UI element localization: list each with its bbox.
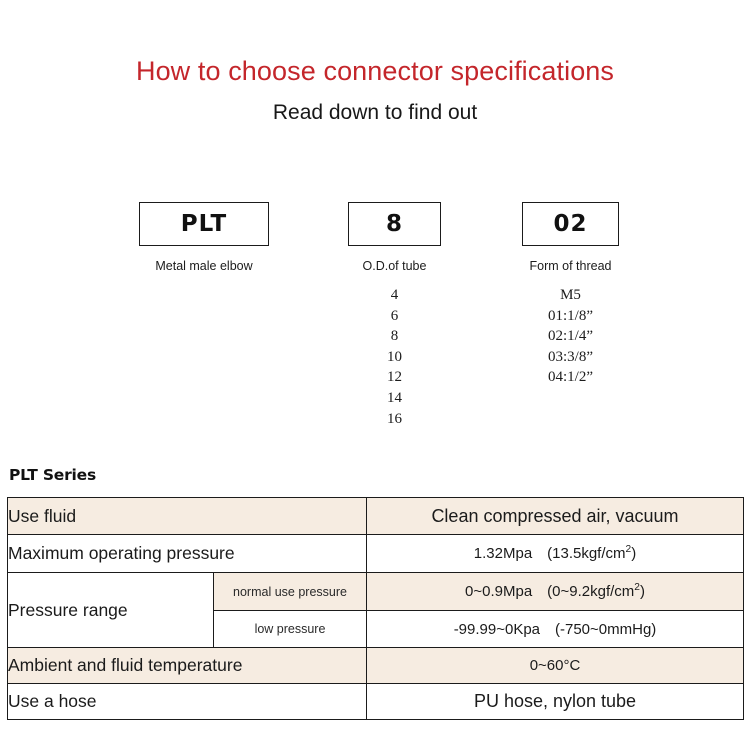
page-title: How to choose connector specifications	[135, 56, 615, 86]
code-column-series: PLT Metal male elbow	[139, 202, 269, 285]
code-option[interactable]: 12	[387, 369, 402, 386]
spec-value: Clean compressed air, vacuum	[366, 497, 744, 535]
spec-label: Maximum operating pressure	[7, 534, 367, 573]
spec-sub-label: low pressure	[213, 610, 367, 648]
spec-label: Ambient and fluid temperature	[7, 647, 367, 684]
code-caption-tube-od: O.D.of tube	[362, 259, 427, 273]
code-option[interactable]: 14	[387, 389, 402, 406]
spec-label: Use fluid	[7, 497, 367, 535]
spec-sub-label: normal use pressure	[213, 572, 367, 611]
code-box-thread-form-value: 02	[553, 210, 588, 237]
part-number-builder: PLT Metal male elbow 8 O.D.of tube 4 6 8 10…	[0, 202, 750, 442]
series-heading: PLT Series	[9, 466, 97, 484]
code-options-thread-form: M5 01:1/8” 02:1/4” 03:3/8” 04:1/2”	[522, 285, 619, 388]
spec-value: -99.99~0Kpa (-750~0mmHg)	[366, 610, 744, 648]
code-option[interactable]: 02:1/4”	[548, 328, 593, 345]
page-subtitle: Read down to find out	[272, 101, 478, 124]
code-options-tube-od: 4 6 8 10 12 14 16	[348, 285, 441, 429]
table-row: low pressure-99.99~0Kpa (-750~0mmHg)	[8, 610, 744, 648]
code-box-thread-form[interactable]: 02	[522, 202, 619, 246]
code-box-tube-od-value: 8	[385, 210, 403, 237]
spec-value: 1.32Mpa (13.5kgf/cm2)	[366, 534, 744, 573]
code-column-thread-form: 02 Form of thread M5 01:1/8” 02:1/4” 03:3/8…	[522, 202, 619, 388]
code-box-tube-od[interactable]: 8	[348, 202, 441, 246]
code-caption-thread-form: Form of thread	[529, 259, 612, 273]
code-option[interactable]: 16	[387, 410, 402, 427]
code-option[interactable]: 4	[390, 287, 399, 303]
code-option[interactable]: 04:1/2”	[548, 369, 593, 386]
spec-label: Pressure range	[7, 572, 214, 648]
code-box-series[interactable]: PLT	[139, 202, 269, 246]
code-box-series-value: PLT	[180, 210, 228, 237]
code-option[interactable]: 6	[390, 307, 399, 324]
spec-value: 0~0.9Mpa (0~9.2kgf/cm2)	[366, 572, 744, 611]
code-option[interactable]: M5	[560, 287, 581, 303]
code-column-tube-od: 8 O.D.of tube 4 6 8 10 12 14 16	[348, 202, 441, 429]
spec-value: 0~60°C	[366, 647, 744, 684]
code-option[interactable]: 03:3/8”	[548, 348, 593, 365]
code-option[interactable]: 10	[387, 348, 402, 365]
code-caption-series: Metal male elbow	[155, 259, 253, 273]
spec-value: PU hose, nylon tube	[366, 683, 744, 720]
code-option[interactable]: 8	[390, 328, 399, 345]
spec-label: Use a hose	[7, 683, 367, 720]
code-option[interactable]: 01:1/8”	[548, 307, 593, 324]
